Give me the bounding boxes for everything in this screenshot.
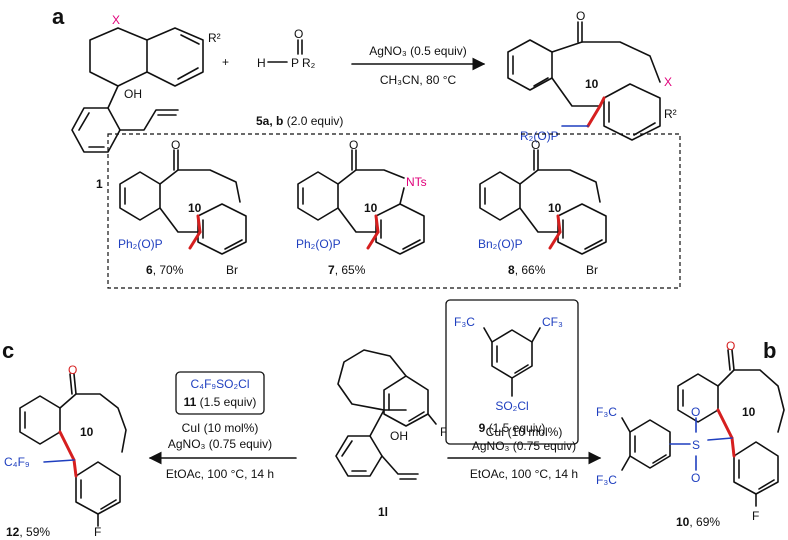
- compound-1l-f: F: [440, 425, 447, 439]
- example-7-o: O: [349, 138, 358, 152]
- example-6-structure: [119, 149, 247, 255]
- product-10-cf3-top: F₃C: [596, 405, 617, 419]
- product-a-x: X: [664, 75, 672, 89]
- example-6-ring: 10: [188, 201, 202, 215]
- reagent-5-label: 5a, b (2.0 equiv): [256, 114, 343, 128]
- plus-sign: +: [222, 55, 229, 69]
- product-10-s: S: [692, 438, 700, 452]
- condition-c-1: CuI (10 mol%): [182, 421, 259, 435]
- product-10-o2: O: [691, 471, 700, 485]
- atom-oh: OH: [124, 87, 142, 101]
- atom-h: H: [257, 56, 266, 70]
- condition-b-3: EtOAc, 100 °C, 14 h: [470, 467, 578, 481]
- panel-label-b: b: [763, 338, 776, 363]
- example-8-sub: Br: [586, 263, 598, 277]
- product-a-r2: R²: [664, 107, 677, 121]
- reagent-9-cf3-right: CF₃: [542, 315, 563, 329]
- panel-label-c: c: [2, 338, 14, 363]
- product-10-structure: [621, 349, 785, 507]
- example-6-o: O: [171, 138, 180, 152]
- condition-b-1: CuI (10 mol%): [486, 425, 563, 439]
- product-a-ring-size: 10: [585, 77, 599, 91]
- example-8-o: O: [531, 138, 540, 152]
- condition-b-2: AgNO₃ (0.75 equiv): [472, 439, 576, 453]
- example-7-structure: [297, 149, 425, 255]
- product-10-caption: 10, 69%: [676, 515, 720, 529]
- product-12-f: F: [94, 525, 101, 539]
- product-10-f: F: [752, 509, 759, 523]
- product-12-ring: 10: [80, 425, 94, 439]
- condition-a-bottom: CH₃CN, 80 °C: [380, 73, 457, 87]
- atom-r2-p: R₂: [302, 56, 316, 70]
- compound-1l-structure: [335, 349, 437, 480]
- product-a-carbonyl-o: O: [576, 9, 585, 23]
- reactant-1-structure: [71, 27, 204, 153]
- phosphine-oxide-structure: [267, 39, 303, 63]
- reagent-9-structure: [483, 327, 541, 397]
- reagent-9-cf3-left: F₃C: [454, 315, 475, 329]
- example-6-group: Ph₂(O)P: [118, 237, 163, 251]
- product-12-caption: 12, 59%: [6, 525, 50, 539]
- example-8-structure: [479, 149, 607, 255]
- product-a-rop: R₂(O)P: [520, 129, 559, 143]
- product-10-cf3-bottom: F₃C: [596, 473, 617, 487]
- example-8-ring: 10: [548, 201, 562, 215]
- reagent-9-box: [445, 299, 579, 445]
- example-7-caption: 7, 65%: [328, 263, 366, 277]
- atom-o: O: [294, 27, 303, 41]
- atom-x: X: [112, 13, 120, 27]
- reagent-11-label: 11 (1.5 equiv): [184, 395, 257, 409]
- examples-box: [107, 133, 681, 289]
- reagent-9-so2cl: SO₂Cl: [495, 399, 528, 413]
- compound-1l-label: 1l: [378, 505, 388, 519]
- product-10-ring: 10: [742, 405, 756, 419]
- example-8-caption: 8, 66%: [508, 263, 546, 277]
- example-7-sub: NTs: [406, 175, 427, 189]
- compound-1l-oh: OH: [390, 429, 408, 443]
- example-7-ring: 10: [364, 201, 378, 215]
- condition-c-2: AgNO₃ (0.75 equiv): [168, 437, 272, 451]
- panel-label-a: a: [52, 4, 65, 29]
- product-12-structure: [19, 373, 127, 527]
- reagent-9-label: 9 (1.5 equiv): [479, 421, 546, 435]
- product-10-o: O: [726, 339, 735, 353]
- product-12-group: C₄F₉: [4, 455, 30, 469]
- atom-p: P: [291, 56, 299, 70]
- condition-c-3: EtOAc, 100 °C, 14 h: [166, 467, 274, 481]
- condition-a-top: AgNO₃ (0.5 equiv): [369, 44, 467, 58]
- example-6-sub: Br: [226, 263, 238, 277]
- product-10-o1: O: [691, 405, 700, 419]
- example-7-group: Ph₂(O)P: [296, 237, 341, 251]
- product-12-o: O: [68, 363, 77, 377]
- reagent-11-formula: C₄F₉SO₂Cl: [191, 377, 250, 391]
- reactant-1-label: 1: [96, 177, 103, 191]
- product-a-structure: [507, 21, 661, 141]
- example-6-caption: 6, 70%: [146, 263, 184, 277]
- atom-r2: R²: [208, 31, 221, 45]
- reagent-11-box: [175, 371, 265, 415]
- example-8-group: Bn₂(O)P: [478, 237, 523, 251]
